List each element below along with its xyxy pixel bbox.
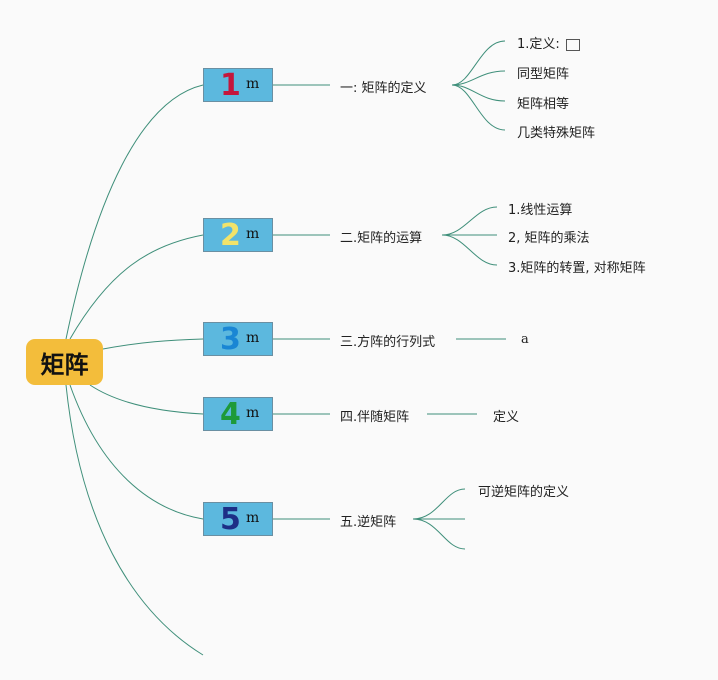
missing-glyph-icon (565, 38, 580, 51)
section-4-box[interactable]: 4 m (203, 397, 273, 432)
section-3-title[interactable]: 三.方阵的行列式 (340, 335, 436, 350)
section-1-item-4[interactable]: 几类特殊矩阵 (517, 126, 596, 141)
section-5-suffix: m (246, 510, 260, 526)
section-5-item-1[interactable]: 可逆矩阵的定义 (478, 485, 570, 500)
number-4-icon: 4 (220, 397, 241, 432)
section-1-title[interactable]: 一: 矩阵的定义 (340, 81, 427, 96)
section-4-suffix: m (246, 405, 260, 421)
section-1-item-1[interactable]: 1.定义: (517, 33, 580, 52)
section-1-box[interactable]: 1 m (203, 68, 273, 103)
section-5-title[interactable]: 五.逆矩阵 (340, 515, 397, 530)
section-2-box[interactable]: 2 m (203, 218, 273, 253)
section-3-box[interactable]: 3 m (203, 322, 273, 357)
section-3-item-1[interactable]: a (521, 332, 529, 347)
number-3-icon: 3 (220, 322, 241, 357)
section-1-item-3[interactable]: 矩阵相等 (517, 97, 570, 112)
section-2-suffix: m (246, 226, 260, 242)
root-topic[interactable]: 矩阵 (26, 339, 103, 385)
number-5-icon: 5 (220, 502, 241, 537)
section-2-title[interactable]: 二.矩阵的运算 (340, 231, 423, 246)
section-1-item-2[interactable]: 同型矩阵 (517, 67, 570, 82)
section-5-box[interactable]: 5 m (203, 502, 273, 537)
section-4-title[interactable]: 四.伴随矩阵 (340, 410, 410, 425)
section-2-item-2[interactable]: 2, 矩阵的乘法 (508, 231, 590, 246)
number-2-icon: 2 (220, 218, 241, 253)
section-1-suffix: m (246, 76, 260, 92)
number-1-icon: 1 (220, 68, 241, 103)
section-3-suffix: m (246, 330, 260, 346)
section-2-item-1[interactable]: 1.线性运算 (508, 203, 573, 218)
section-4-item-1[interactable]: 定义 (493, 410, 520, 425)
section-2-item-3[interactable]: 3.矩阵的转置, 对称矩阵 (508, 261, 646, 276)
